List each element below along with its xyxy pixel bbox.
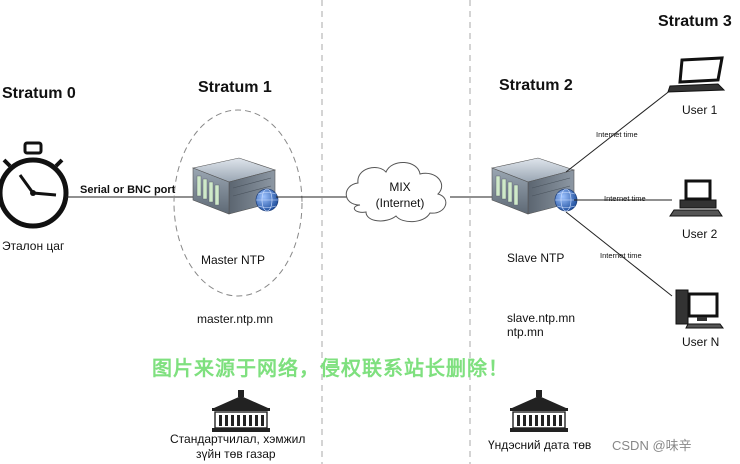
reference-clock-label: Эталон цаг [2,239,65,253]
link-user-1-label: Internet time [596,130,638,139]
slave-host-1: slave.ntp.mn [507,311,575,325]
building-1-label-line2: зүйн төв газар [196,447,276,461]
watermark-text: 图片来源于网络，侵权联系站长删除！ [152,356,509,380]
link-slave-user-n [565,211,673,297]
building-2-icon [509,389,569,433]
tower-pc-icon [675,289,724,329]
desktop-icon [669,179,723,217]
master-ntp-label: Master NTP [201,253,265,267]
building-2-label: Үндэсний дата төв [488,438,591,452]
laptop-icon [667,56,726,93]
user-2-label: User 2 [682,227,718,241]
stratum-1-heading: Stratum 1 [198,79,272,96]
slave-server-icon [491,157,578,215]
user-n-label: User N [682,335,719,349]
slave-ntp-label: Slave NTP [507,251,564,265]
master-server-icon [192,157,279,215]
stratum-3-heading: Stratum 3 [658,13,732,30]
master-host: master.ntp.mn [197,312,273,326]
user-1-label: User 1 [682,103,718,117]
slave-host-2: ntp.mn [507,325,544,339]
link-clock-master-label: Serial or BNC port [80,184,176,196]
master-group-outline [173,109,303,297]
link-user-n-label: Internet time [600,251,642,260]
link-user-2-label: Internet time [604,194,646,203]
cloud-icon [345,162,447,223]
stopwatch-icon [0,141,69,229]
cloud-label-line1: MIX [389,180,410,194]
credit-text: CSDN @味辛 [612,438,692,453]
stratum-2-heading: Stratum 2 [499,77,573,94]
link-slave-user-1 [565,85,677,173]
building-1-label-line1: Стандартчилал, хэмжил [170,432,305,446]
building-1-icon [211,389,271,433]
stratum-0-heading: Stratum 0 [2,85,76,102]
cloud-label-line2: (Internet) [376,196,425,210]
